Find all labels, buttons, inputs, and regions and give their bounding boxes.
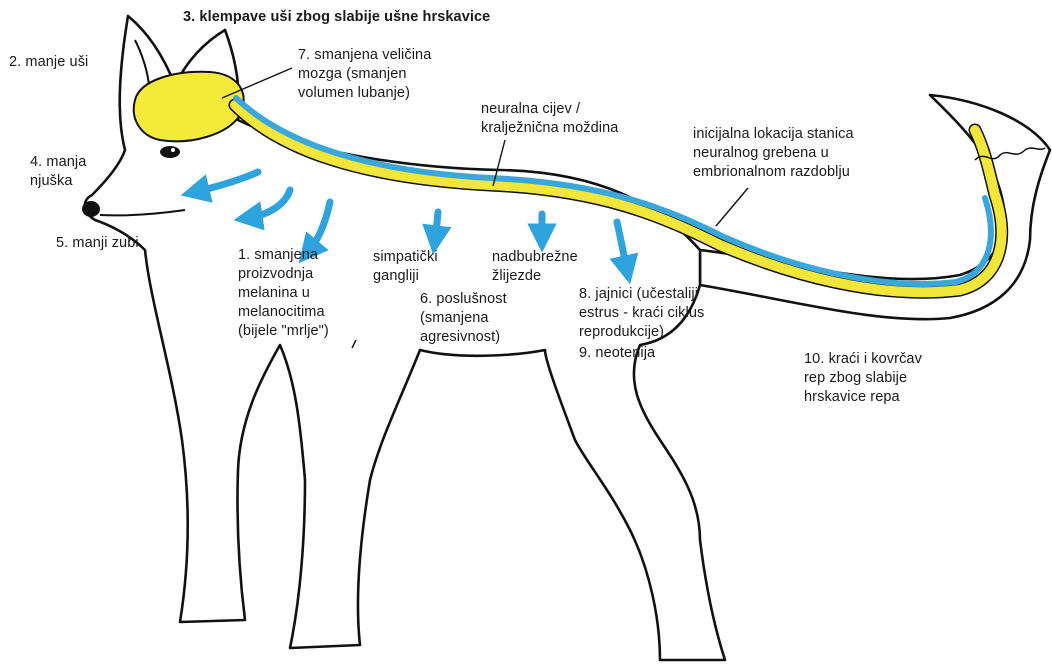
label-docility: 6. poslušnost (smanjena agresivnost) bbox=[420, 290, 507, 347]
label-sympathetic-ganglia: simpatički gangliji bbox=[373, 248, 438, 286]
label-ovaries: 8. jajnici (učestaliji estrus - kraći ci… bbox=[579, 285, 704, 342]
arrow-sympathetic bbox=[435, 212, 438, 240]
label-neoteny: 9. neotenija bbox=[579, 344, 655, 363]
label-smaller-brain: 7. smanjena veličina mozga (smanjen volu… bbox=[298, 46, 431, 103]
eye bbox=[160, 146, 180, 158]
label-smaller-ears: 2. manje uši bbox=[9, 53, 88, 72]
leader-neural-crest bbox=[716, 188, 748, 226]
label-tail: 10. kraći i kovrčav rep zbog slabije hrs… bbox=[804, 350, 922, 407]
label-adrenal-glands: nadbubrežne žlijezde bbox=[492, 248, 578, 286]
label-neural-tube: neuralna cijev / kralježnična moždina bbox=[481, 100, 618, 138]
label-snout: 4. manja njuška bbox=[30, 153, 86, 191]
nose bbox=[82, 201, 100, 217]
label-teeth: 5. manji zubi bbox=[56, 234, 139, 253]
label-melanin: 1. smanjena proizvodnja melanina u melan… bbox=[238, 246, 329, 341]
label-floppy-ears: 3. klempave uši zbog slabije ušne hrskav… bbox=[183, 8, 490, 27]
eye-highlight bbox=[171, 148, 175, 152]
label-neural-crest-origin: inicijalna lokacija stanica neuralnog gr… bbox=[693, 125, 854, 182]
